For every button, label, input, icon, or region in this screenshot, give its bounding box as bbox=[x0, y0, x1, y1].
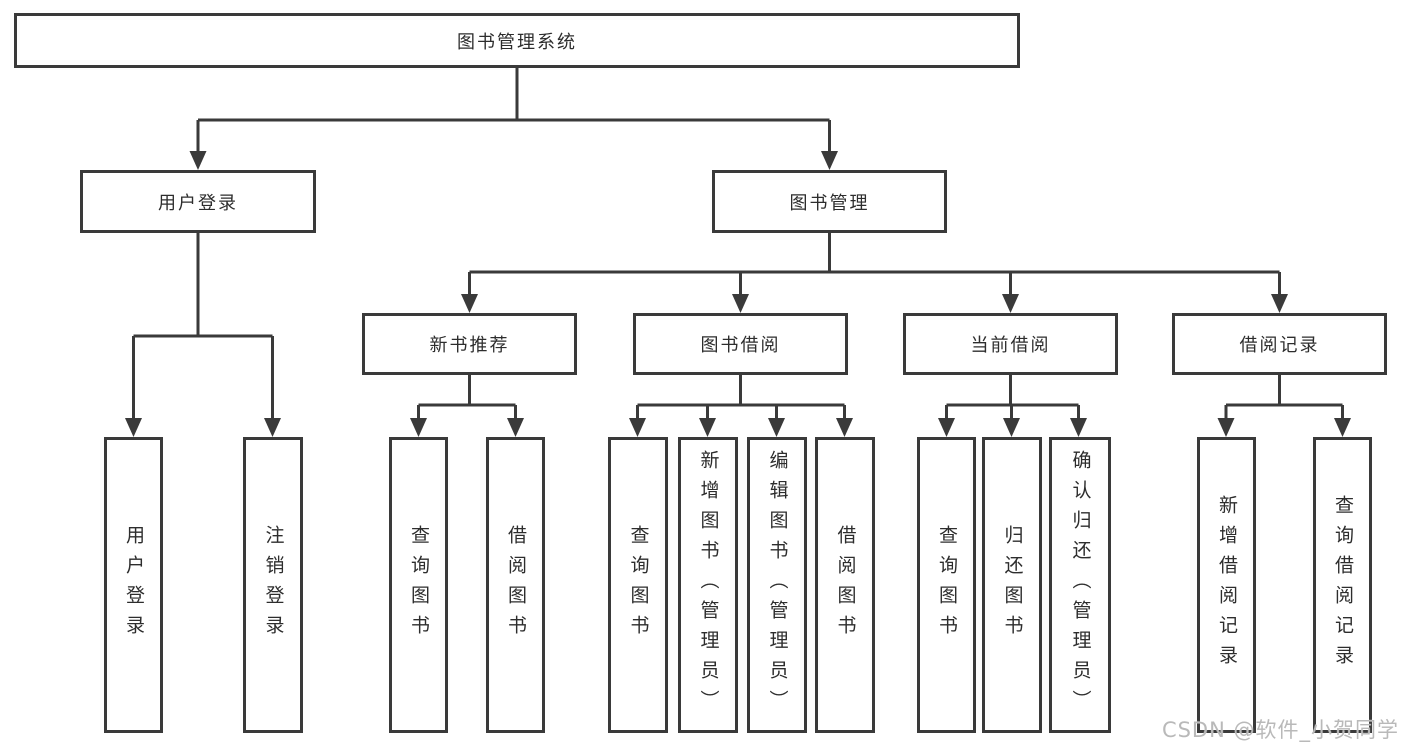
arrow-down-icon bbox=[125, 418, 142, 437]
node-current-return-books: 归还图书 bbox=[982, 437, 1042, 733]
arrow-down-icon bbox=[768, 418, 785, 437]
arrow-down-icon bbox=[821, 151, 838, 170]
node-borrowing-add-books: 新增图书（管理员） bbox=[678, 437, 738, 733]
connector-records-to-leaves bbox=[1224, 375, 1344, 420]
node-current-confirm-return: 确认归还（管理员） bbox=[1049, 437, 1111, 733]
arrow-down-icon bbox=[1070, 418, 1087, 437]
node-leaf-user-login: 用户登录 bbox=[104, 437, 163, 733]
connector-userlogin-to-leaves bbox=[132, 233, 274, 420]
node-book-management: 图书管理 bbox=[712, 170, 947, 233]
connector-bookmgmt-to-level3 bbox=[468, 233, 1281, 296]
node-recommend-query-books: 查询图书 bbox=[389, 437, 448, 733]
arrow-down-icon bbox=[699, 418, 716, 437]
node-root-system: 图书管理系统 bbox=[14, 13, 1020, 68]
arrow-down-icon bbox=[507, 418, 524, 437]
connector-borrowing-to-leaves bbox=[636, 375, 846, 420]
arrow-down-icon bbox=[1217, 418, 1235, 437]
connector-recommend-to-leaves bbox=[417, 375, 517, 420]
node-records-add-record: 新增借阅记录 bbox=[1197, 437, 1256, 733]
arrow-down-icon bbox=[629, 418, 646, 437]
node-borrowing-edit-books: 编辑图书（管理员） bbox=[747, 437, 807, 733]
node-borrowing-query-books: 查询图书 bbox=[608, 437, 668, 733]
arrow-down-icon bbox=[1003, 418, 1020, 437]
connector-current-to-leaves bbox=[945, 375, 1080, 420]
arrow-down-icon bbox=[1334, 418, 1351, 437]
arrow-down-icon bbox=[461, 294, 478, 313]
arrow-down-icon bbox=[410, 418, 427, 437]
node-new-book-recommendation: 新书推荐 bbox=[362, 313, 577, 375]
arrow-down-icon bbox=[836, 418, 853, 437]
arrow-down-icon bbox=[264, 418, 281, 437]
node-borrowing-records: 借阅记录 bbox=[1172, 313, 1387, 375]
arrow-down-icon bbox=[1271, 294, 1288, 313]
node-records-query-record: 查询借阅记录 bbox=[1313, 437, 1372, 733]
arrow-down-icon bbox=[189, 151, 207, 170]
arrow-down-icon bbox=[1002, 294, 1019, 313]
node-recommend-borrow-books: 借阅图书 bbox=[486, 437, 545, 733]
node-current-borrowing: 当前借阅 bbox=[903, 313, 1118, 375]
arrow-down-icon bbox=[732, 294, 749, 313]
connector-segments bbox=[132, 68, 1344, 420]
node-book-borrowing: 图书借阅 bbox=[633, 313, 848, 375]
arrowheads bbox=[125, 151, 1351, 437]
node-borrowing-borrow-books: 借阅图书 bbox=[815, 437, 875, 733]
node-leaf-logout: 注销登录 bbox=[243, 437, 303, 733]
node-user-login: 用户登录 bbox=[80, 170, 316, 233]
arrow-down-icon bbox=[938, 418, 955, 437]
connector-root-to-level2 bbox=[196, 68, 831, 153]
node-current-query-books: 查询图书 bbox=[917, 437, 976, 733]
